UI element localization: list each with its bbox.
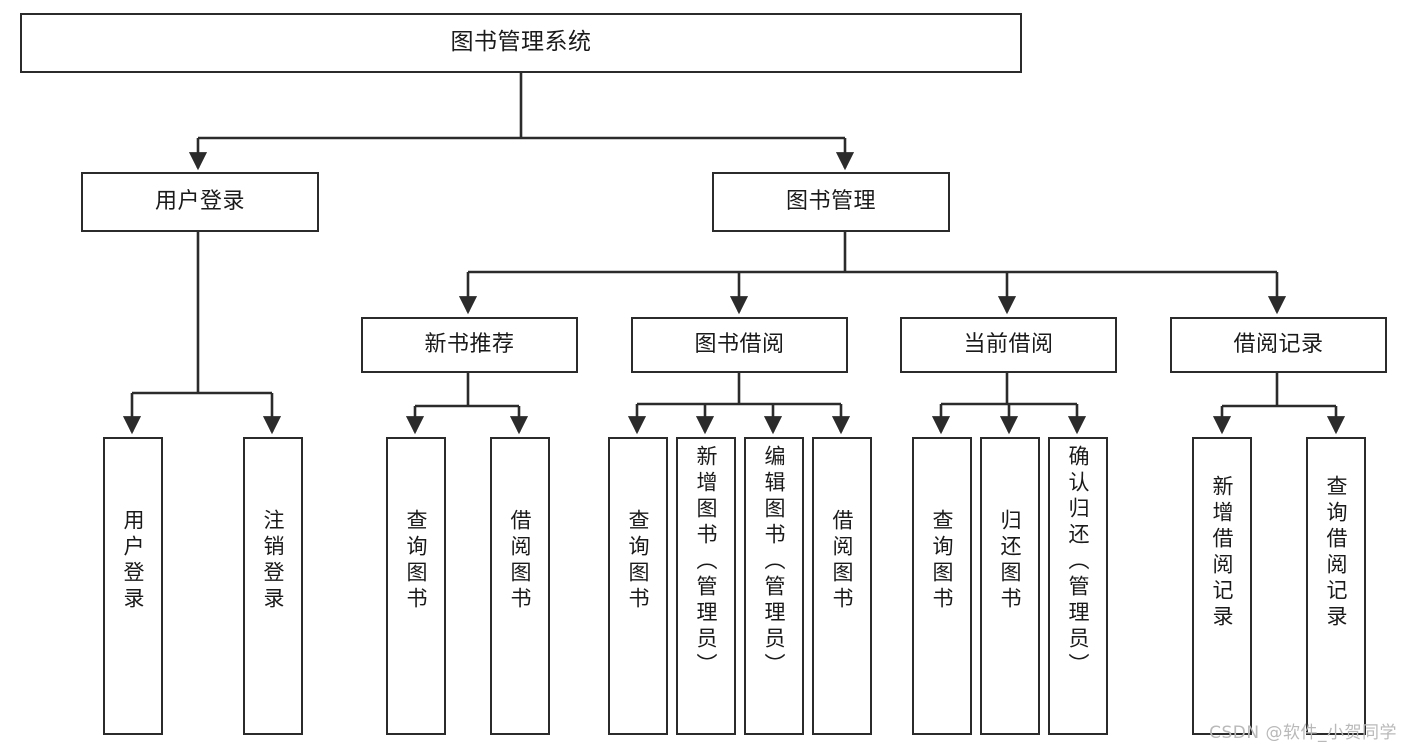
node-book-manage[interactable]: 图书管理 [712, 172, 950, 232]
node-label: 借阅图书 [508, 509, 533, 613]
node-leaf-confirm-return[interactable]: 确认归还（管理员） [1048, 437, 1108, 735]
node-leaf-borrow-book-1[interactable]: 借阅图书 [490, 437, 550, 735]
node-borrow-record[interactable]: 借阅记录 [1170, 317, 1387, 373]
node-label: 查询图书 [930, 509, 955, 613]
node-new-book-recommend[interactable]: 新书推荐 [361, 317, 578, 373]
node-leaf-add-book[interactable]: 新增图书（管理员） [676, 437, 736, 735]
watermark: CSDN @软件_小贺同学 [1209, 723, 1397, 743]
node-label: 图书借阅 [694, 332, 785, 358]
node-label: 图书管理 [785, 189, 876, 215]
node-leaf-query-book-2[interactable]: 查询图书 [608, 437, 668, 735]
node-current-borrow[interactable]: 当前借阅 [900, 317, 1117, 373]
node-label: 图书管理系统 [450, 29, 592, 56]
node-label: 查询借阅记录 [1324, 475, 1349, 631]
node-leaf-query-book-1[interactable]: 查询图书 [386, 437, 446, 735]
node-label: 借阅记录 [1233, 332, 1324, 358]
node-label: 归还图书 [998, 509, 1023, 613]
node-user-login[interactable]: 用户登录 [81, 172, 319, 232]
node-label: 查询图书 [404, 509, 429, 613]
node-label: 新增图书（管理员） [694, 445, 719, 679]
node-leaf-edit-book[interactable]: 编辑图书（管理员） [744, 437, 804, 735]
node-root-book-management-system[interactable]: 图书管理系统 [20, 13, 1022, 73]
node-label: 借阅图书 [830, 509, 855, 613]
node-label: 新增借阅记录 [1210, 475, 1235, 631]
node-leaf-user-login[interactable]: 用户登录 [103, 437, 163, 735]
node-label: 注销登录 [261, 509, 286, 613]
node-label: 编辑图书（管理员） [762, 445, 787, 679]
node-leaf-borrow-book-2[interactable]: 借阅图书 [812, 437, 872, 735]
node-label: 新书推荐 [424, 332, 515, 358]
node-leaf-user-logout[interactable]: 注销登录 [243, 437, 303, 735]
node-label: 当前借阅 [963, 332, 1054, 358]
node-leaf-add-record[interactable]: 新增借阅记录 [1192, 437, 1252, 735]
node-leaf-query-book-3[interactable]: 查询图书 [912, 437, 972, 735]
node-leaf-return-book[interactable]: 归还图书 [980, 437, 1040, 735]
node-leaf-query-record[interactable]: 查询借阅记录 [1306, 437, 1366, 735]
node-label: 查询图书 [626, 509, 651, 613]
node-label: 确认归还（管理员） [1066, 445, 1091, 679]
node-book-borrow[interactable]: 图书借阅 [631, 317, 848, 373]
node-label: 用户登录 [121, 509, 146, 613]
node-label: 用户登录 [154, 189, 245, 215]
